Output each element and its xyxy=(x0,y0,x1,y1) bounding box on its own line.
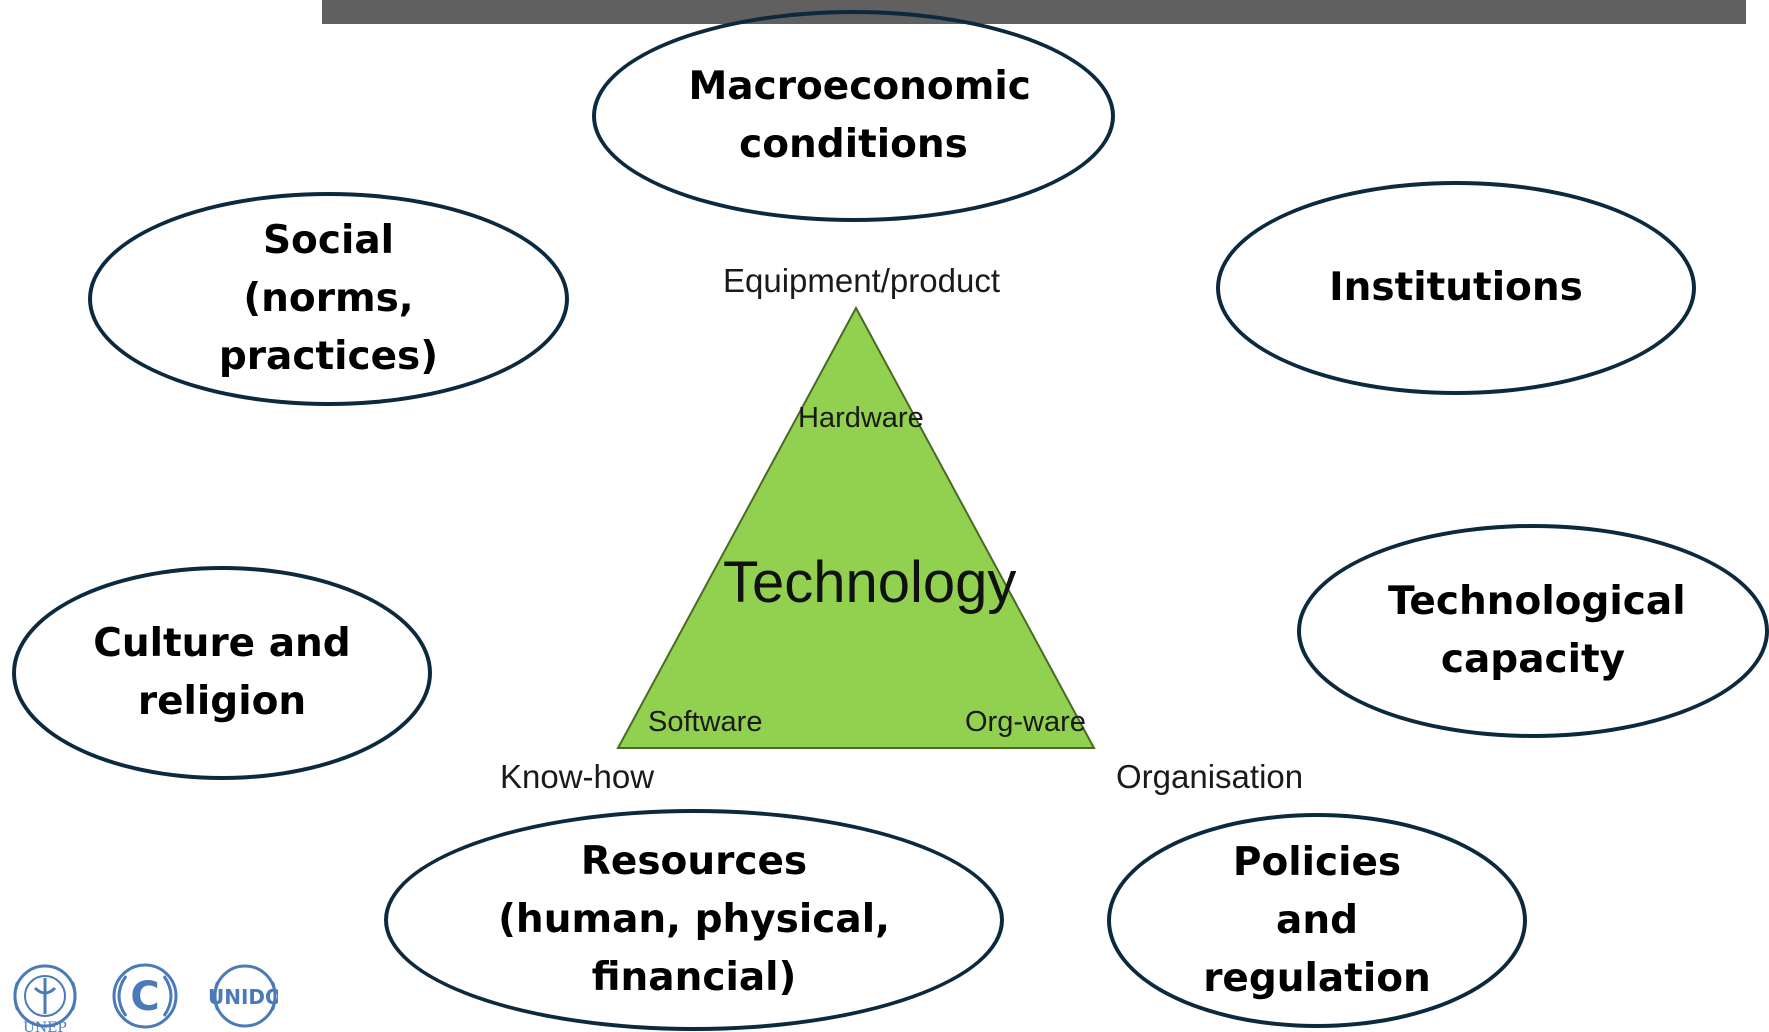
label-software: Software xyxy=(648,706,763,738)
header-bar xyxy=(322,0,1746,24)
svg-text:UNIDO: UNIDO xyxy=(208,985,278,1009)
ellipse-institutions: Institutions xyxy=(1216,181,1696,395)
svg-text:C: C xyxy=(130,974,159,1020)
ellipse-technological-capacity: Technological capacity xyxy=(1297,524,1769,738)
label-resources: Resources (human, physical, financial) xyxy=(498,839,890,1000)
label-technological-capacity: Technological capacity xyxy=(1388,579,1686,682)
label-hardware: Hardware xyxy=(798,402,924,434)
label-org-ware: Org-ware xyxy=(965,706,1086,738)
label-technology: Technology xyxy=(723,550,1017,615)
ellipse-macroeconomic-conditions: Macroeconomic conditions xyxy=(592,10,1115,222)
label-policies-regulation: Policies and regulation xyxy=(1203,839,1431,1001)
svg-text:UNEP: UNEP xyxy=(23,1020,67,1032)
label-social: Social (norms, practices) xyxy=(218,218,439,379)
label-institutions: Institutions xyxy=(1329,265,1583,310)
label-culture-religion: Culture and religion xyxy=(93,621,351,724)
label-know-how: Know-how xyxy=(500,758,655,795)
label-macroeconomic-conditions: Macroeconomic conditions xyxy=(688,64,1031,167)
unfccc-logo-icon: C xyxy=(112,963,178,1029)
unep-logo-icon: UNEP xyxy=(13,964,77,1032)
label-equipment-product: Equipment/product xyxy=(723,262,1001,299)
triangle-shape xyxy=(616,305,1096,749)
ellipse-culture-religion: Culture and religion xyxy=(12,566,432,780)
label-organisation: Organisation xyxy=(1116,758,1304,795)
ellipse-social: Social (norms, practices) xyxy=(88,192,569,406)
ellipse-resources: Resources (human, physical, financial) xyxy=(384,809,1004,1031)
unido-logo-icon: UNIDO xyxy=(208,964,278,1028)
partner-logos: UNEP C UNIDO xyxy=(13,963,278,1032)
ellipse-policies-regulation: Policies and regulation xyxy=(1107,813,1527,1028)
